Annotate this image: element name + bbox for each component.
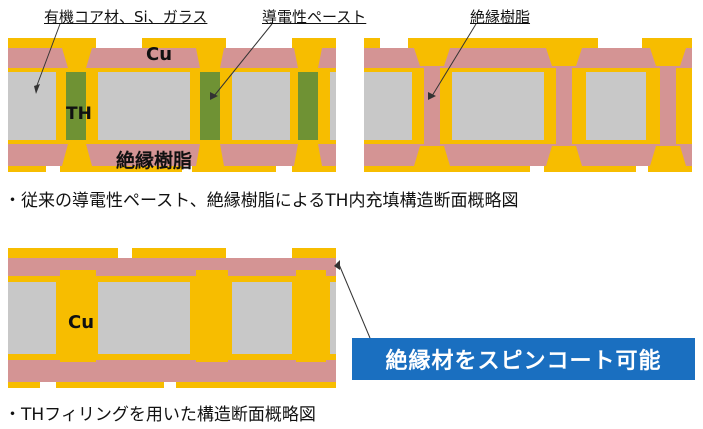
core-block: [98, 72, 190, 140]
core-block: [364, 72, 412, 140]
resin-layer-bottom: [364, 144, 692, 166]
via-copper: [546, 48, 582, 66]
paste-column: [200, 72, 220, 140]
copper-gap: [118, 248, 132, 258]
label-core-material: 有機コア材、Si、ガラス: [44, 8, 208, 26]
copper-gap: [226, 248, 292, 258]
copper-gap: [40, 382, 56, 390]
copper-gap: [164, 382, 176, 390]
leader-insulating-resin: [431, 23, 477, 97]
copper-gap: [226, 38, 292, 48]
copper-gap: [380, 38, 408, 48]
copper-gap: [182, 166, 192, 174]
core-block: [98, 282, 190, 354]
via-copper: [650, 48, 686, 66]
label-cu-bottom: Cu: [68, 312, 95, 333]
copper-gap: [276, 166, 292, 174]
copper-gap: [46, 166, 60, 174]
arrow-head: [34, 84, 40, 94]
caption-bottom: ・THフィリングを用いた構造断面概略図: [4, 405, 316, 425]
paste-column: [66, 72, 86, 140]
via-copper: [650, 146, 686, 166]
via-copper: [62, 48, 92, 68]
via-copper: [294, 144, 322, 166]
label-th: TH: [66, 104, 92, 124]
arrow-head: [210, 92, 218, 100]
copper-gap: [530, 166, 544, 174]
core-block: [232, 72, 290, 140]
resin-layer-top: [364, 48, 692, 68]
paste-column: [298, 72, 318, 140]
th-copper-column: [296, 270, 326, 362]
arrow-head: [334, 260, 340, 270]
resin-column: [556, 66, 572, 146]
via-copper: [196, 144, 224, 166]
th-copper-column: [196, 270, 228, 362]
via-copper: [414, 48, 450, 66]
label-conductive-paste: 導電性ペースト: [262, 8, 367, 26]
label-insulating-resin-bottom: 絶縁樹脂: [116, 150, 193, 172]
leader-callout: [337, 261, 371, 339]
core-block: [452, 72, 544, 140]
core-block: [8, 282, 56, 354]
panel-th-filling: [8, 248, 336, 390]
arrow-head: [428, 92, 436, 100]
via-copper: [196, 48, 224, 68]
via-copper: [414, 146, 450, 166]
core-block: [586, 72, 646, 140]
leader-lines: [34, 23, 477, 339]
panel-conductive-paste: [8, 38, 336, 174]
leader-conductive-paste: [213, 23, 273, 97]
via-copper: [294, 48, 322, 68]
core-block: [330, 282, 336, 354]
leader-core-material: [35, 23, 61, 89]
resin-column: [660, 66, 676, 146]
label-insulating-resin-top: 絶縁樹脂: [470, 8, 531, 26]
callout-text: 絶縁材をスピンコート可能: [385, 349, 662, 374]
resin-layer-top: [8, 258, 336, 276]
core-block: [232, 282, 292, 354]
spin-coat-callout: 絶縁材をスピンコート可能: [352, 338, 695, 380]
label-cu-top: Cu: [146, 44, 173, 65]
copper-gap: [636, 166, 648, 174]
via-copper: [546, 146, 582, 166]
via-copper: [62, 144, 92, 166]
caption-top: ・従来の導電性ペースト、絶縁樹脂によるTH内充填構造断面概略図: [4, 191, 519, 211]
core-block: [8, 72, 56, 140]
core-block: [330, 72, 336, 140]
panel-insulating-resin: [364, 38, 692, 174]
copper-gap: [598, 38, 642, 48]
resin-column: [424, 66, 440, 146]
resin-layer-bottom: [8, 360, 336, 382]
th-copper-column: [60, 270, 96, 362]
copper-gap: [96, 38, 142, 48]
